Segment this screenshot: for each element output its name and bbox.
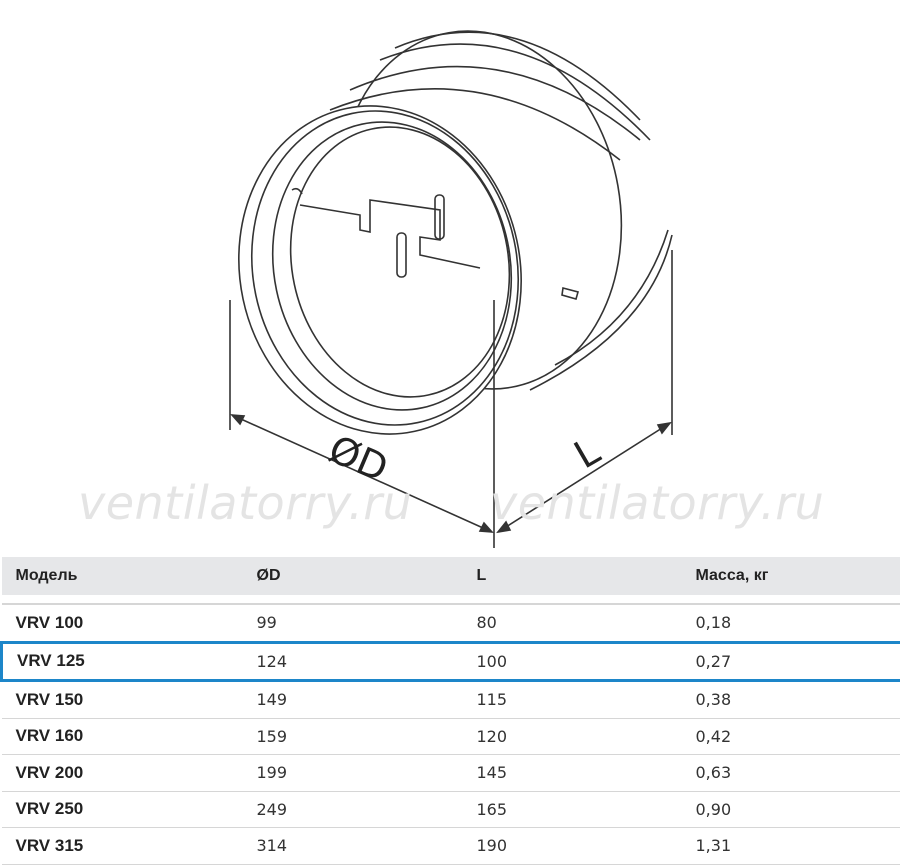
check-valve-diagram: ØD L xyxy=(0,0,900,555)
cell-mass: 0,38 xyxy=(682,681,900,719)
table-row-highlighted: VRV 125 124 100 0,27 xyxy=(2,642,900,681)
length-label: L xyxy=(567,429,607,478)
cell-model: VRV 250 xyxy=(2,791,243,828)
cell-diameter: 199 xyxy=(243,755,463,792)
cell-diameter: 159 xyxy=(243,718,463,755)
cell-diameter: 124 xyxy=(243,642,463,681)
cell-model: VRV 160 xyxy=(2,718,243,755)
cell-length: 120 xyxy=(463,718,682,755)
cell-model: VRV 200 xyxy=(2,755,243,792)
cell-mass: 0,90 xyxy=(682,791,900,828)
header-separator xyxy=(2,595,900,604)
header-length: L xyxy=(463,557,682,595)
header-model: Модель xyxy=(2,557,243,595)
header-diameter: ØD xyxy=(243,557,463,595)
header-mass: Масса, кг xyxy=(682,557,900,595)
cell-diameter: 99 xyxy=(243,604,463,642)
cell-mass: 0,63 xyxy=(682,755,900,792)
cell-length: 145 xyxy=(463,755,682,792)
cell-mass: 1,31 xyxy=(682,828,900,865)
product-drawing: ØD L xyxy=(0,0,900,555)
cell-length: 100 xyxy=(463,642,682,681)
table-row: VRV 100 99 80 0,18 xyxy=(2,604,900,642)
cell-length: 80 xyxy=(463,604,682,642)
cell-mass: 0,18 xyxy=(682,604,900,642)
cell-model: VRV 100 xyxy=(2,604,243,642)
cell-model: VRV 315 xyxy=(2,828,243,865)
table-header-row: Модель ØD L Масса, кг xyxy=(2,557,900,595)
table-row: VRV 150 149 115 0,38 xyxy=(2,681,900,719)
cell-model: VRV 150 xyxy=(2,681,243,719)
cell-length: 165 xyxy=(463,791,682,828)
table-row: VRV 250 249 165 0,90 xyxy=(2,791,900,828)
watermark: ventilatorry.ru xyxy=(490,476,824,530)
cell-length: 190 xyxy=(463,828,682,865)
table-row: VRV 200 199 145 0,63 xyxy=(2,755,900,792)
table-row: VRV 160 159 120 0,42 xyxy=(2,718,900,755)
watermark: ventilatorry.ru xyxy=(78,476,412,530)
cell-diameter: 149 xyxy=(243,681,463,719)
cell-length: 115 xyxy=(463,681,682,719)
cell-mass: 0,27 xyxy=(682,642,900,681)
table-row: VRV 315 314 190 1,31 xyxy=(2,828,900,865)
spec-table: Модель ØD L Масса, кг VRV 100 99 80 0,18… xyxy=(0,557,900,865)
cell-model: VRV 125 xyxy=(2,642,243,681)
cell-diameter: 249 xyxy=(243,791,463,828)
cell-diameter: 314 xyxy=(243,828,463,865)
cell-mass: 0,42 xyxy=(682,718,900,755)
